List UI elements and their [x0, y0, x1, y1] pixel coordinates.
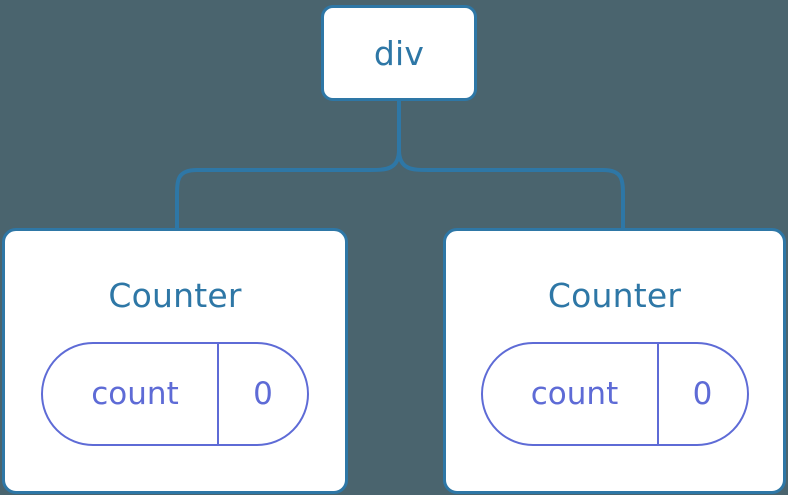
connector-branch-left — [175, 149, 401, 228]
node-div-label: div — [373, 33, 425, 73]
state-key-left: count — [91, 375, 179, 412]
node-counter-left-label: Counter — [108, 276, 242, 315]
node-counter-right-label: Counter — [547, 276, 682, 315]
state-value-right: 0 — [656, 344, 747, 444]
state-pill-left[interactable]: count 0 — [41, 342, 309, 446]
state-pill-right[interactable]: count 0 — [480, 342, 749, 446]
node-counter-right[interactable]: Counter count 0 — [443, 228, 786, 494]
node-div[interactable]: div — [321, 5, 477, 101]
state-value-left: 0 — [217, 344, 307, 444]
state-key-right: count — [530, 375, 619, 412]
connector-branch-right — [397, 149, 625, 228]
node-counter-left[interactable]: Counter count 0 — [2, 228, 348, 494]
